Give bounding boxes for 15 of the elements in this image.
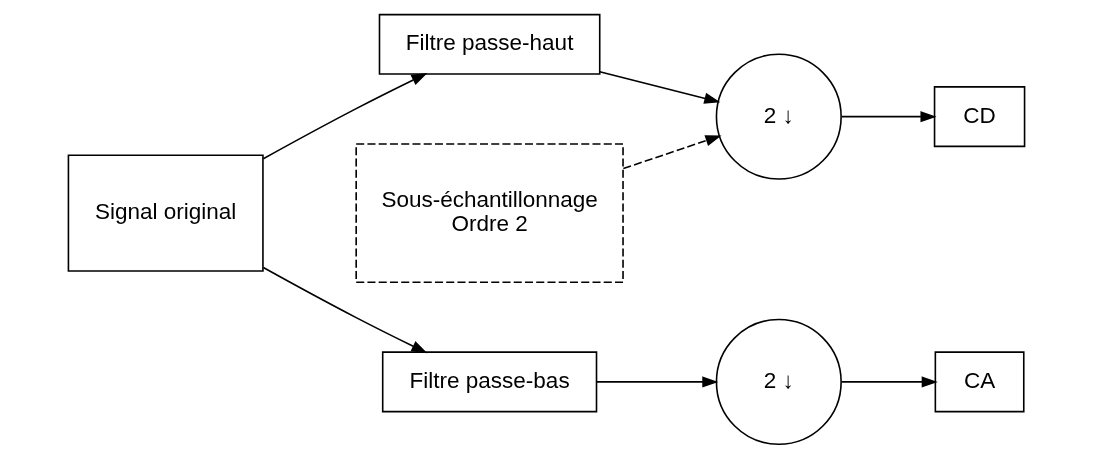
arrow [841,111,937,123]
node-circle: 2 ↓ [715,53,842,180]
arrow [622,135,722,170]
node-box: CD [933,86,1026,148]
node-box: CA [934,351,1025,413]
node-circle: 2 ↓ [715,318,842,446]
arrow [598,70,721,104]
node-box: Sous-échantillonnage Ordre 2 [355,143,624,284]
arrow [841,376,938,388]
node-box: Signal original [67,154,264,272]
node-box: Filtre passe-bas [381,351,598,413]
arrow [596,376,719,388]
arrow [262,266,428,354]
arrow [262,73,428,160]
node-box: Filtre passe-haut [378,13,601,75]
